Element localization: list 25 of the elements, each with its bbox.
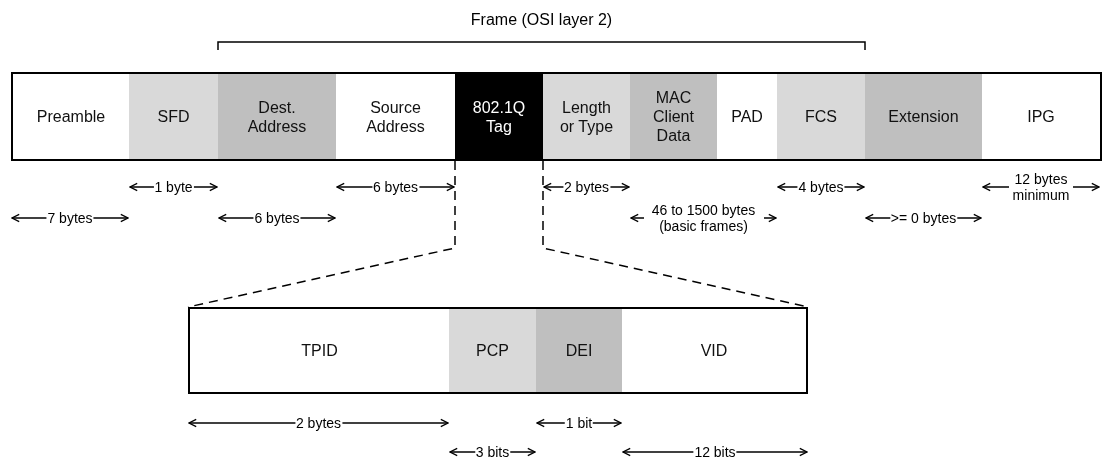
dimension-label: 46 to 1500 bytes (basic frames): [643, 202, 764, 234]
frame-bar: [188, 307, 808, 394]
dimension-label: 12 bits: [693, 444, 737, 460]
frame-field: PCP: [449, 309, 536, 392]
frame-field: SFD: [129, 74, 218, 159]
dimension-label: 6 bytes: [253, 210, 301, 226]
frame-field: FCS: [777, 74, 865, 159]
dimension-label: 1 byte: [153, 179, 194, 195]
dimension-label: >= 0 bytes: [889, 210, 958, 226]
frame-field: MAC Client Data: [630, 74, 717, 159]
frame-field: DEI: [536, 309, 622, 392]
dimension-label: 4 bytes: [797, 179, 845, 195]
dimension-label: 1 bit: [564, 415, 594, 431]
dimension-label: 2 bytes: [562, 179, 611, 195]
dimension-label: 2 bytes: [294, 415, 343, 431]
bracket-label: Frame (OSI layer 2): [469, 12, 614, 28]
frame-field: Dest. Address: [218, 74, 336, 159]
dimension-label: 7 bytes: [46, 210, 94, 226]
frame-bar: [11, 72, 1102, 161]
frame-field: Length or Type: [543, 74, 630, 159]
frame-field: 802.1Q Tag: [455, 74, 543, 159]
dimension-label: 12 bytes minimum: [1009, 171, 1073, 203]
frame-field: Extension: [865, 74, 982, 159]
dimension-label: 6 bytes: [371, 179, 420, 195]
dimension-label: 3 bits: [474, 444, 511, 460]
